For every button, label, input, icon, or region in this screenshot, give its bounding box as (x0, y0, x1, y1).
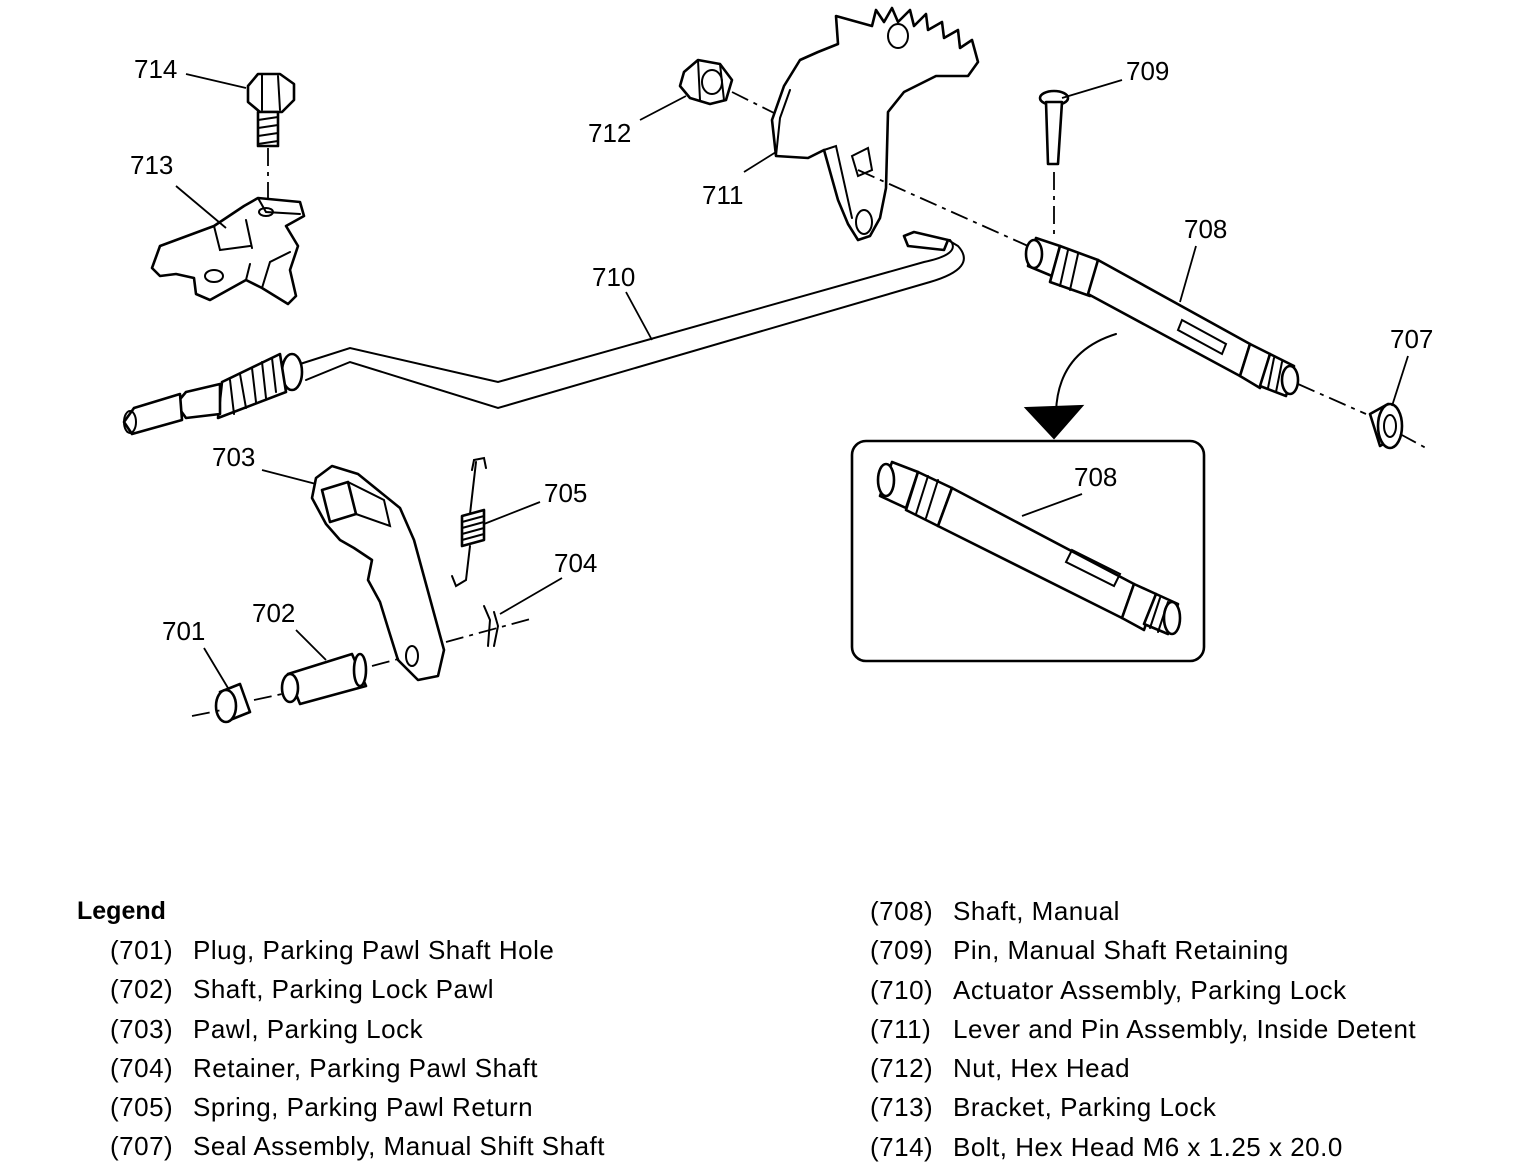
retaining-pin-709 (1038, 89, 1070, 236)
legend-item: (714) Bolt, Hex Head M6 x 1.25 x 20.0 (870, 1128, 1416, 1167)
manual-shaft-708 (857, 169, 1367, 415)
return-spring-705 (451, 456, 487, 588)
parking-lock-pawl-703 (310, 464, 446, 682)
legend-item: (711) Lever and Pin Assembly, Inside Dete… (870, 1010, 1416, 1049)
callout-708-inset: 708 (1074, 462, 1117, 492)
legend-item-number: (707) (110, 1131, 174, 1162)
callout-705: 705 (544, 478, 587, 508)
callout-714: 714 (134, 54, 177, 84)
legend-item: (713) Bracket, Parking Lock (870, 1088, 1416, 1127)
parking-lock-pawl-shaft-702 (280, 652, 403, 706)
legend-item-number: (703) (110, 1013, 174, 1044)
legend-item: (704) Retainer, Parking Pawl Shaft (110, 1049, 605, 1088)
legend-item-number: (711) (870, 1013, 932, 1044)
callout-708: 708 (1184, 214, 1227, 244)
legend-item-description: Actuator Assembly, Parking Lock (953, 974, 1347, 1005)
legend-item-description: Shaft, Manual (953, 896, 1120, 926)
legend-item-description: Bracket, Parking Lock (953, 1092, 1217, 1123)
callout-704: 704 (554, 548, 597, 578)
legend-item-description: Pawl, Parking Lock (193, 1013, 424, 1044)
legend-item-description: Pin, Manual Shaft Retaining (953, 935, 1289, 966)
legend-item-description: Lever and Pin Assembly, Inside Detent (953, 1013, 1417, 1044)
callout-710: 710 (592, 262, 635, 292)
legend-item: (702) Shaft, Parking Lock Pawl (110, 970, 605, 1009)
legend-item-description: Plug, Parking Pawl Shaft Hole (193, 935, 555, 965)
callout-702: 702 (252, 598, 295, 628)
callout-712: 712 (588, 118, 631, 148)
nut-712 (678, 58, 781, 117)
leader-lines (175, 73, 1409, 689)
legend-item-number: (710) (870, 974, 934, 1005)
legend-item-description: Seal Assembly, Manual Shift Shaft (193, 1131, 605, 1162)
legend-item: (707) Seal Assembly, Manual Shift Shaft (110, 1127, 605, 1166)
bracket-713 (150, 196, 306, 306)
legend-item-number: (704) (110, 1052, 174, 1083)
callout-707: 707 (1390, 324, 1433, 354)
exploded-parts-diagram: 714 713 712 711 709 708 707 710 703 705 … (122, 6, 1433, 724)
shaft-hole-plug-701 (191, 682, 283, 724)
legend-item-number: (712) (870, 1053, 934, 1084)
callout-713: 713 (130, 150, 173, 180)
inset-detail-box (850, 439, 1206, 663)
seal-assembly-707 (1368, 402, 1427, 450)
legend-item: (703) Pawl, Parking Lock (110, 1010, 605, 1049)
legend-title: Legend (77, 897, 166, 925)
legend-item-number: (709) (870, 935, 934, 966)
legend-item-description: Shaft, Parking Lock Pawl (193, 974, 495, 1005)
legend-item-description: Spring, Parking Pawl Return (193, 1092, 534, 1123)
legend-column-right: (708) Shaft, Manual (709) Pin, Manual Shaf… (870, 892, 1416, 1167)
callout-709: 709 (1126, 56, 1169, 86)
legend-item-number: (708) (870, 896, 934, 926)
legend-item-description: Nut, Hex Head (953, 1053, 1131, 1084)
callout-711: 711 (702, 180, 743, 210)
legend-item: (709) Pin, Manual Shaft Retaining (870, 931, 1416, 970)
lever-pin-assembly-711 (770, 6, 980, 242)
legend-item-description: Retainer, Parking Pawl Shaft (193, 1052, 538, 1083)
legend-item-number: (714) (870, 1131, 934, 1162)
legend-item: (705) Spring, Parking Pawl Return (110, 1088, 605, 1127)
legend-item: (708) Shaft, Manual (870, 892, 1416, 931)
legend-item: (701) Plug, Parking Pawl Shaft Hole (110, 931, 605, 970)
legend-item-number: (702) (110, 974, 174, 1005)
legend-column-left: (701) Plug, Parking Pawl Shaft Hole (702)… (110, 931, 605, 1167)
actuator-assembly-710 (122, 230, 965, 436)
callout-labels: 714 713 712 711 709 708 707 710 703 705 … (130, 54, 1433, 646)
legend-item: (712) Nut, Hex Head (870, 1049, 1416, 1088)
arrow-to-inset (1023, 333, 1117, 440)
callout-701: 701 (162, 616, 205, 646)
legend-item-number: (713) (870, 1092, 934, 1123)
callout-703: 703 (212, 442, 255, 472)
legend-item-number: (701) (110, 935, 174, 965)
retainer-704 (445, 605, 535, 647)
legend-item: (710) Actuator Assembly, Parking Lock (870, 971, 1416, 1010)
legend-item-number: (705) (110, 1092, 174, 1123)
bolt-714 (246, 72, 296, 205)
legend-item-description: Bolt, Hex Head M6 x 1.25 x 20.0 (953, 1131, 1343, 1162)
